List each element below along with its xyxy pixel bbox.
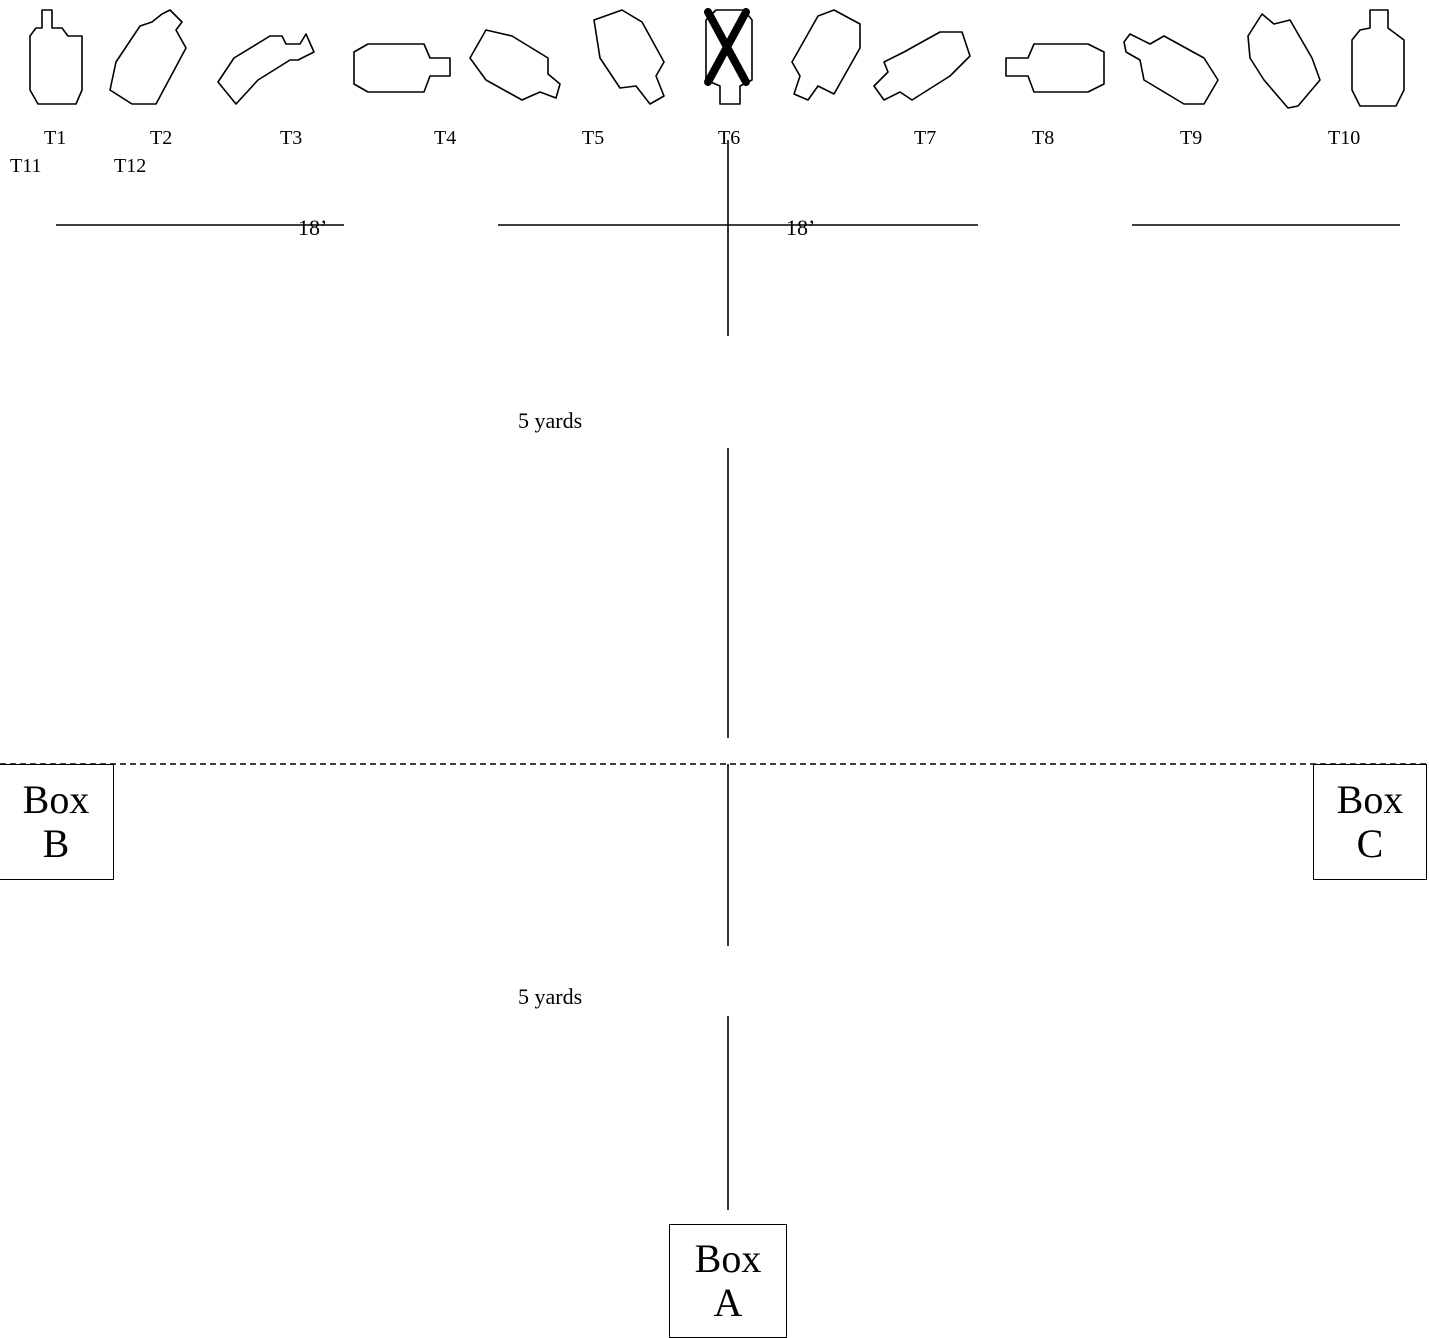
target-label-t4: T4 — [434, 127, 457, 149]
box-a-line1: Box — [694, 1236, 762, 1281]
target-label-t5: T5 — [582, 127, 605, 149]
target-t10-shape — [1351, 9, 1405, 107]
target-t6-crossmark — [704, 8, 750, 86]
target-t5-shape — [469, 29, 561, 101]
target-t9-shape — [1123, 33, 1219, 105]
shooting-box-c: Box C — [1313, 764, 1427, 880]
distance-label-upper-5yd: 5 yards — [518, 408, 583, 433]
target-t3-shape — [217, 33, 315, 105]
distance-label-lower-5yd: 5 yards — [518, 984, 583, 1009]
target-t1-shape — [29, 9, 83, 105]
box-b-line2: B — [42, 821, 70, 866]
target-label-t1: T1 — [44, 127, 67, 149]
target-label-t7: T7 — [914, 127, 937, 149]
box-c-line2: C — [1356, 821, 1384, 866]
target-t9b-shape — [1247, 13, 1321, 109]
box-c-line1: Box — [1336, 777, 1404, 822]
target-label-t11: T11 — [10, 155, 42, 177]
distance-label-left-18ft: 18’ — [298, 215, 328, 240]
target-t8-shape — [1005, 43, 1105, 93]
box-b-line1: Box — [22, 777, 90, 822]
distance-label-center-18ft: 18’ — [786, 215, 816, 240]
target-t7a-shape — [791, 9, 861, 101]
box-a-line2: A — [713, 1280, 743, 1325]
shooting-box-b: Box B — [0, 764, 114, 880]
target-label-t8: T8 — [1032, 127, 1055, 149]
target-label-t9: T9 — [1180, 127, 1203, 149]
target-t2-shape — [109, 9, 187, 105]
target-label-t2: T2 — [150, 127, 173, 149]
shooting-box-a: Box A — [669, 1224, 787, 1338]
target-t6-shape — [705, 9, 753, 105]
target-label-t12: T12 — [114, 155, 147, 177]
target-label-t10: T10 — [1328, 127, 1361, 149]
target-label-t3: T3 — [280, 127, 303, 149]
target-label-t6: T6 — [718, 127, 741, 149]
target-t7-shape — [873, 31, 971, 101]
target-t4-shape — [353, 43, 451, 93]
target-t5b-shape — [593, 9, 665, 105]
